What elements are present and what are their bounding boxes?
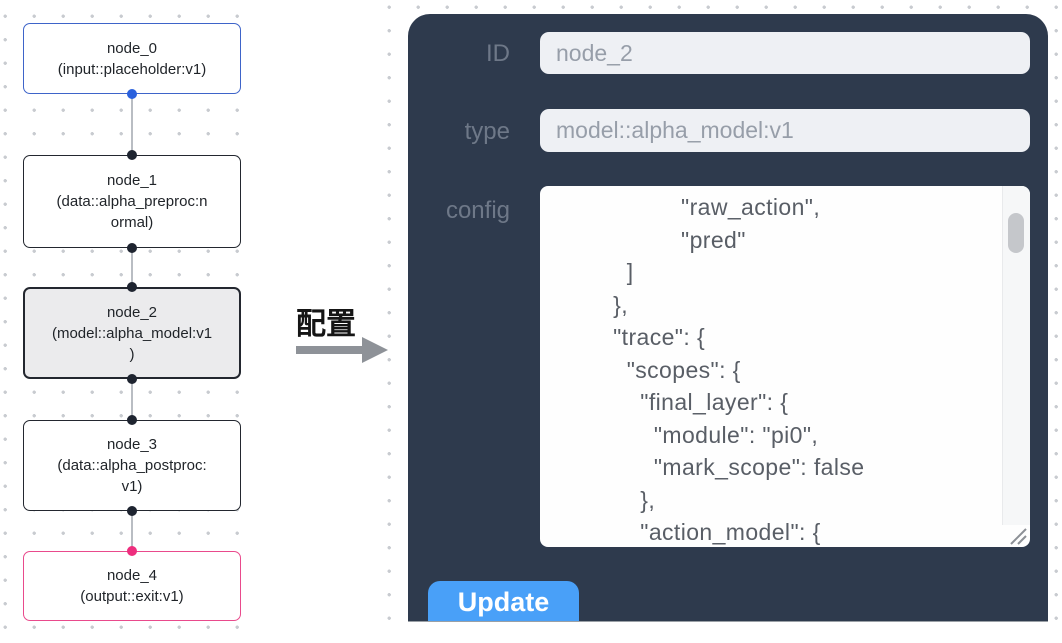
config-scrollbar-track[interactable] bbox=[1002, 186, 1030, 525]
edge-node2-node3 bbox=[131, 379, 133, 420]
handle-node3-target[interactable] bbox=[127, 415, 137, 425]
config-textarea[interactable]: "raw_action", "pred" ] }, "trace": { "sc… bbox=[540, 186, 1030, 547]
handle-node2-target[interactable] bbox=[127, 282, 137, 292]
node-subtitle: (model::alpha_model:v1 ) bbox=[51, 324, 213, 363]
flow-node-node_0[interactable]: node_0 (input::placeholder:v1) bbox=[23, 23, 241, 94]
node-subtitle: (data::alpha_preproc:n ormal) bbox=[56, 193, 208, 231]
node-subtitle: (output::exit:v1) bbox=[80, 588, 184, 605]
handle-node4-target[interactable] bbox=[127, 546, 137, 556]
id-input[interactable] bbox=[540, 32, 1030, 74]
handle-node2-source[interactable] bbox=[127, 374, 137, 384]
id-field-label: ID bbox=[486, 40, 510, 67]
config-field-label: config bbox=[445, 197, 510, 224]
config-json-text[interactable]: "raw_action", "pred" ] }, "trace": { "sc… bbox=[613, 194, 865, 545]
right-arrow-icon bbox=[296, 337, 388, 363]
node-config-panel: ID type config "raw_action", "pred" ] },… bbox=[408, 14, 1048, 622]
node-subtitle: (input::placeholder:v1) bbox=[57, 60, 207, 78]
configure-annotation-label: 配置 bbox=[296, 308, 356, 341]
node-title: node_4 bbox=[106, 567, 158, 584]
flow-node-node_4[interactable]: node_4 (output::exit:v1) bbox=[23, 551, 241, 621]
resize-grip-icon[interactable] bbox=[1005, 524, 1029, 546]
update-button[interactable]: Update bbox=[428, 581, 579, 621]
flow-node-node_3[interactable]: node_3 (data::alpha_postproc: v1) bbox=[23, 420, 241, 511]
node-title: node_2 bbox=[106, 303, 158, 321]
config-scrollbar-thumb[interactable] bbox=[1008, 213, 1024, 253]
edge-node0-node1 bbox=[131, 94, 133, 155]
node-title: node_1 bbox=[106, 172, 158, 189]
type-field-label: type bbox=[464, 118, 510, 145]
handle-node1-source[interactable] bbox=[127, 243, 137, 253]
node-title: node_0 bbox=[106, 39, 158, 57]
edge-node3-node4 bbox=[131, 511, 133, 551]
flow-node-node_1[interactable]: node_1 (data::alpha_preproc:n ormal) bbox=[23, 155, 241, 248]
edge-node1-node2 bbox=[131, 248, 133, 287]
node-subtitle: (data::alpha_postproc: v1) bbox=[57, 457, 207, 495]
flow-node-node_2-selected[interactable]: node_2 (model::alpha_model:v1 ) bbox=[23, 287, 241, 379]
node-title: node_3 bbox=[106, 436, 158, 453]
handle-node3-source[interactable] bbox=[127, 506, 137, 516]
handle-node1-target[interactable] bbox=[127, 150, 137, 160]
type-input[interactable] bbox=[540, 109, 1030, 152]
handle-node0-source[interactable] bbox=[127, 89, 137, 99]
